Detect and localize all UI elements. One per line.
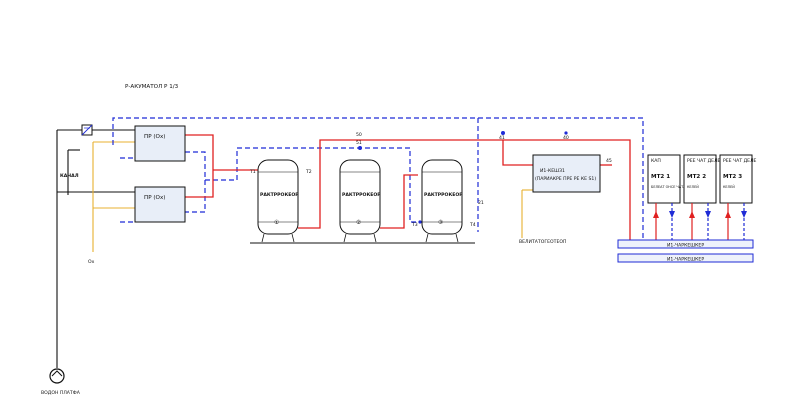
consumer-unit-2: РЕЕ ЧАТ ДЕЛЕ МТ2 2 КЕЛЕЙ bbox=[683, 154, 721, 204]
consumer-note: КЕЛЕЙ bbox=[723, 184, 735, 189]
consumer-title: МТ2 3 bbox=[723, 174, 742, 180]
heat-exchanger-1: ПР (Ох) bbox=[134, 125, 186, 162]
pipe-tag: 21 bbox=[478, 200, 484, 206]
consumer-title: МТ2 2 bbox=[687, 174, 706, 180]
consumer-unit-3: РЕЕ ЧАТ ДЕЛЕ МТ2 3 КЕЛЕЙ bbox=[719, 154, 757, 204]
main-unit: И1-КЕШЗ1 (ПАРИАКРЕ ПРЕ РЕ КЕ S1) bbox=[532, 154, 601, 193]
header-label: Р-АКУМАТОЛ Р 1/3 bbox=[125, 84, 179, 90]
tank-3: РАКТРРОКЕОР ③ bbox=[421, 159, 463, 243]
heat-exchanger-2: ПР (Ох) bbox=[134, 186, 186, 223]
return-manifold: И1-ЧАРКЕШКЕР bbox=[617, 253, 754, 263]
supply-manifold: И1-ЧАРКЕШКЕР bbox=[617, 239, 754, 249]
pipe-tag: 51 bbox=[356, 140, 362, 146]
tank-2: РАКТРРОКЕОР ② bbox=[339, 159, 381, 243]
manifold-label: И1-ЧАРКЕШКЕР bbox=[667, 257, 704, 263]
discharge-label: ВЕЛИТАТОГЕОТЕОП bbox=[519, 239, 566, 245]
drain-label: Ох bbox=[88, 259, 95, 265]
valve-icon bbox=[358, 131, 568, 224]
consumer-top-label: РЕЕ ЧАТ ДЕЛЕ bbox=[687, 158, 721, 164]
consumer-top-label: РЕЕ ЧАТ ДЕЛЕ bbox=[723, 158, 757, 164]
consumer-top-label: КАП bbox=[651, 158, 661, 164]
flow-arrow-icon bbox=[653, 211, 747, 218]
pipe-tag: 40 bbox=[563, 135, 569, 141]
pump-label: ВОДОН ПЛАТФА bbox=[41, 390, 81, 396]
consumer-unit-1: КАП МТ2 1 БЕЛЕАТ ОНСЕ ЧАТА КЕЛЕ 4РЕЗА bbox=[647, 154, 708, 204]
source-frame bbox=[56, 129, 135, 368]
pipe-tag: Т1 bbox=[249, 169, 256, 175]
pipe-tag: 45 bbox=[606, 158, 612, 164]
consumer-note: БЕЛЕАТ ОНСЕ ЧАТА КЕЛЕ 4РЕЗА bbox=[651, 185, 708, 189]
drain-lines bbox=[92, 141, 533, 252]
main-unit-subtitle: (ПАРИАКРЕ ПРЕ РЕ КЕ S1) bbox=[535, 176, 596, 182]
kanal-label: КАНАЛ bbox=[60, 173, 79, 179]
pipe-tag: 41 bbox=[499, 135, 505, 141]
tank-label: РАКТРРОКЕОР bbox=[342, 192, 381, 198]
pipe-tag: Т3 bbox=[411, 222, 418, 228]
tank-number: ① bbox=[274, 219, 279, 226]
main-unit-title: И1-КЕШЗ1 bbox=[540, 168, 565, 174]
return-lines bbox=[112, 117, 644, 238]
pipe-tag: Т2 bbox=[305, 169, 312, 175]
consumer-note: КЕЛЕЙ bbox=[687, 184, 699, 189]
tank-label: РАКТРРОКЕОР bbox=[260, 192, 299, 198]
consumer-title: МТ2 1 bbox=[651, 174, 670, 180]
supply-lines bbox=[185, 134, 631, 240]
pipe-tags: Т1 Т2 Т3 Т4 50 51 21 41 40 45 bbox=[249, 132, 612, 228]
pipe-tag: 50 bbox=[356, 132, 362, 138]
tank-1: РАКТРРОКЕОР ① bbox=[257, 159, 299, 243]
manifold-label: И1-ЧАРКЕШКЕР bbox=[667, 243, 704, 249]
pump-icon bbox=[49, 368, 65, 384]
heat-exchanger-label: ПР (Ох) bbox=[144, 195, 165, 201]
tank-number: ③ bbox=[438, 219, 443, 226]
tank-number: ② bbox=[356, 219, 361, 226]
tank-label: РАКТРРОКЕОР bbox=[424, 192, 463, 198]
consumer-feed-lines bbox=[655, 203, 745, 240]
heat-exchanger-label: ПР (Ох) bbox=[144, 134, 165, 140]
filter-icon bbox=[81, 124, 93, 136]
pipe-tag: Т4 bbox=[469, 222, 476, 228]
